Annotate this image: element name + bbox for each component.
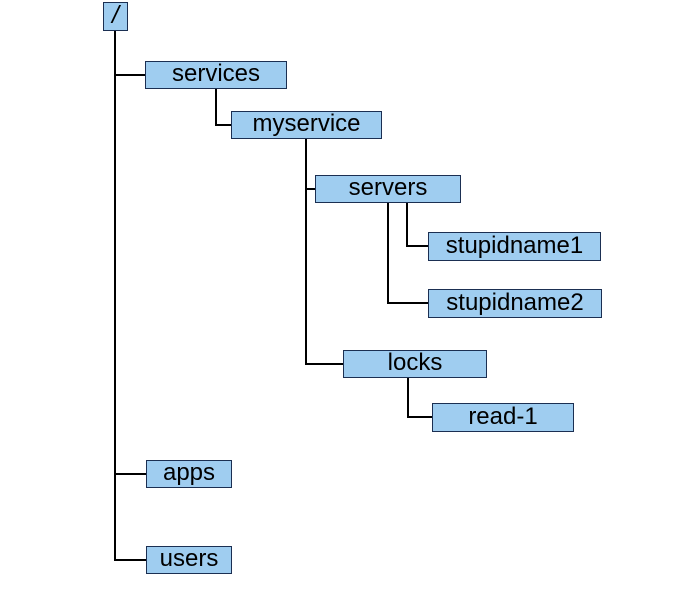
- tree-node-root[interactable]: /: [103, 2, 128, 31]
- tree-node-label: /: [112, 1, 119, 29]
- tree-node-apps[interactable]: apps: [146, 460, 232, 488]
- edge-servers-to-stupidname2: [387, 203, 428, 304]
- edge-root-to-services: [114, 31, 145, 76]
- tree-node-label: services: [171, 60, 261, 87]
- tree-node-services[interactable]: services: [145, 61, 287, 89]
- edge-root-to-apps: [114, 31, 146, 475]
- tree-node-stupidname2[interactable]: stupidname2: [428, 289, 602, 318]
- tree-node-label: users: [159, 545, 219, 572]
- tree-node-label: stupidname2: [446, 288, 584, 316]
- edge-myservice-to-servers: [305, 139, 315, 190]
- tree-node-servers[interactable]: servers: [315, 175, 461, 203]
- tree-node-label: apps: [162, 459, 216, 486]
- tree-node-label: read-1: [468, 402, 538, 430]
- edge-locks-to-read1: [407, 378, 432, 418]
- tree-node-label: stupidname1: [445, 231, 584, 259]
- edge-myservice-to-locks: [305, 139, 343, 365]
- tree-node-label: myservice: [252, 110, 361, 137]
- tree-node-users[interactable]: users: [146, 546, 232, 574]
- tree-node-locks[interactable]: locks: [343, 350, 487, 378]
- tree-node-stupidname1[interactable]: stupidname1: [428, 232, 601, 261]
- edge-root-to-users: [114, 31, 146, 561]
- edge-servers-to-stupidname1: [406, 203, 428, 247]
- tree-node-label: servers: [348, 174, 428, 201]
- edge-services-to-myservice: [215, 89, 231, 126]
- tree-node-read1[interactable]: read-1: [432, 403, 574, 432]
- tree-node-myservice[interactable]: myservice: [231, 111, 382, 139]
- tree-node-label: locks: [387, 349, 443, 376]
